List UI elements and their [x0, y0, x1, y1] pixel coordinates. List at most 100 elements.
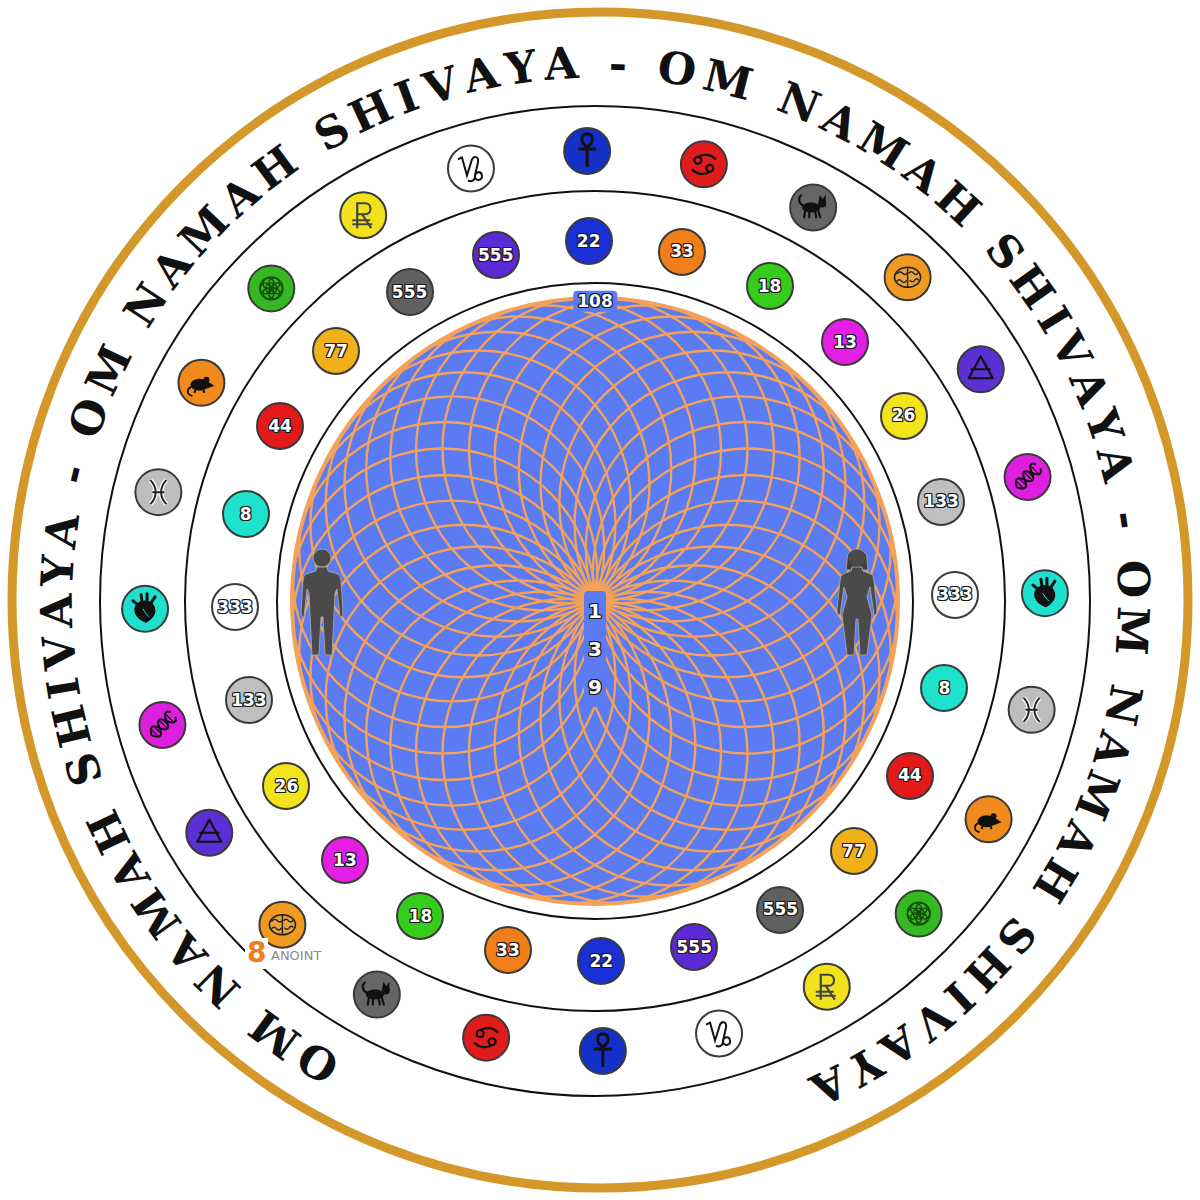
mantra-letter — [1106, 660, 1152, 681]
heart-symbol-glyph — [133, 594, 155, 605]
mantra-letter: O — [655, 45, 700, 94]
number-circle-fill — [578, 938, 624, 984]
center-disc: 1081 3 9 — [290, 296, 900, 906]
torus-line — [310, 372, 615, 677]
male-figure — [301, 549, 343, 655]
air-symbol-glyph — [969, 356, 993, 378]
air-symbol — [186, 810, 232, 856]
mantra-text: OM NAMAH SHIVAYA — [55, 30, 595, 452]
symbol-circle — [139, 702, 185, 748]
separator-arc: - — [584, 30, 652, 98]
number-value: 26 — [275, 777, 299, 796]
number-slot: 555 — [478, 246, 514, 265]
logo-mark: 8 — [245, 938, 268, 969]
number-value: 77 — [842, 842, 866, 861]
number-slot: 33 — [670, 242, 694, 261]
number-slot: 555 — [763, 900, 799, 919]
capricorn-symbol-glyph — [706, 1022, 730, 1046]
number-value: 26 — [892, 406, 916, 425]
number-circle-fill — [887, 753, 933, 799]
symbol-circle — [1005, 454, 1051, 500]
number-circle: 555 — [386, 268, 434, 316]
mantra-letter: O — [62, 392, 116, 443]
mantra-letter: N — [772, 75, 826, 131]
pisces-symbol-glyph — [1024, 698, 1040, 722]
number-slot: 333 — [217, 598, 253, 617]
capricorn-symbol-glyph — [458, 157, 482, 181]
ankh-symbol-glyph — [578, 134, 596, 167]
rat-symbol-glyph — [975, 823, 980, 832]
number-circle-fill — [747, 263, 793, 309]
cat-symbol-glyph — [819, 196, 825, 201]
number-slot: 33 — [496, 941, 520, 960]
symbol-circle — [448, 145, 494, 191]
symbol-circle — [958, 346, 1004, 392]
flower-of-life-symbol-glyph — [269, 278, 280, 289]
ankh-symbol-glyph — [578, 134, 596, 167]
figure-body — [837, 567, 877, 655]
number-slot: 333 — [937, 585, 973, 604]
number-slot: 13 — [833, 333, 857, 352]
number-circle: 13 — [821, 318, 869, 366]
cancer-symbol-glyph — [489, 1038, 496, 1045]
mantra-letter: A — [460, 50, 503, 100]
flower-of-life-symbol-glyph — [916, 903, 927, 914]
number-circle: 133 — [225, 676, 273, 724]
number-slot: 22 — [577, 232, 601, 251]
number-circle-fill — [757, 887, 803, 933]
number-circle-fill — [671, 924, 717, 970]
cancer-symbol-glyph — [692, 155, 716, 174]
brain-symbol-glyph — [895, 267, 921, 287]
number-slot: 22 — [589, 952, 613, 971]
brain-symbol — [885, 254, 931, 300]
heart-symbol-glyph — [1033, 578, 1055, 589]
disc-number: 1 3 9 — [584, 591, 606, 707]
cancer-symbol-glyph — [694, 157, 701, 164]
number-slot: 18 — [758, 277, 782, 296]
cancer-symbol-glyph — [474, 1028, 498, 1047]
cancer-symbol-glyph — [477, 1030, 484, 1037]
number-value: 22 — [577, 232, 601, 251]
heart-symbol-glyph — [1033, 578, 1055, 607]
ring-line — [277, 283, 913, 919]
logo-word: ANOINT — [269, 949, 323, 963]
number-value: 333 — [217, 598, 253, 617]
number-circle-fill — [226, 677, 272, 723]
number-slot: 44 — [898, 766, 922, 785]
logo-slot: 8 — [245, 938, 268, 969]
cat-symbol-glyph — [799, 195, 826, 217]
separator-dash: - — [38, 440, 106, 508]
brain-symbol-glyph — [895, 267, 921, 287]
disc-text-slot: 108 — [573, 291, 617, 312]
mantra-letter: N — [1097, 681, 1148, 729]
number-value: 22 — [589, 952, 613, 971]
symbol-circle — [135, 469, 181, 515]
cancer-symbol-glyph — [692, 155, 716, 174]
mantra-letter: Y — [502, 44, 539, 92]
capricorn-symbol-glyph — [706, 1022, 730, 1046]
mantra-letter: A — [1090, 442, 1141, 486]
heart-symbol-glyph — [133, 594, 155, 623]
glyph-symbol — [340, 192, 386, 238]
number-circle: 333 — [931, 571, 979, 619]
number-circle-fill — [932, 572, 978, 618]
ankh-symbol-glyph — [594, 1034, 612, 1067]
air-symbol-glyph — [969, 356, 993, 378]
pisces-symbol-glyph — [150, 480, 166, 504]
number-circle-fill — [257, 403, 303, 449]
mantra-arc: OM NAMAH SHIVAYA — [55, 30, 595, 452]
number-slot: 26 — [275, 777, 299, 796]
mantra-letter: A — [1062, 364, 1116, 413]
number-value: 33 — [496, 941, 520, 960]
number-value: 13 — [833, 333, 857, 352]
symbol-circle — [696, 1011, 742, 1057]
number-slot: 44 — [268, 417, 292, 436]
dna-symbol-glyph — [147, 710, 177, 740]
torus-line — [416, 298, 721, 603]
logo-slot: ANOINT — [269, 949, 323, 963]
mantra-letter: A — [35, 594, 80, 629]
rat-symbol-glyph — [982, 826, 992, 829]
flower-of-life-symbol — [896, 891, 942, 937]
symbol-circle — [564, 128, 610, 174]
mantra-letter: V — [36, 634, 83, 672]
